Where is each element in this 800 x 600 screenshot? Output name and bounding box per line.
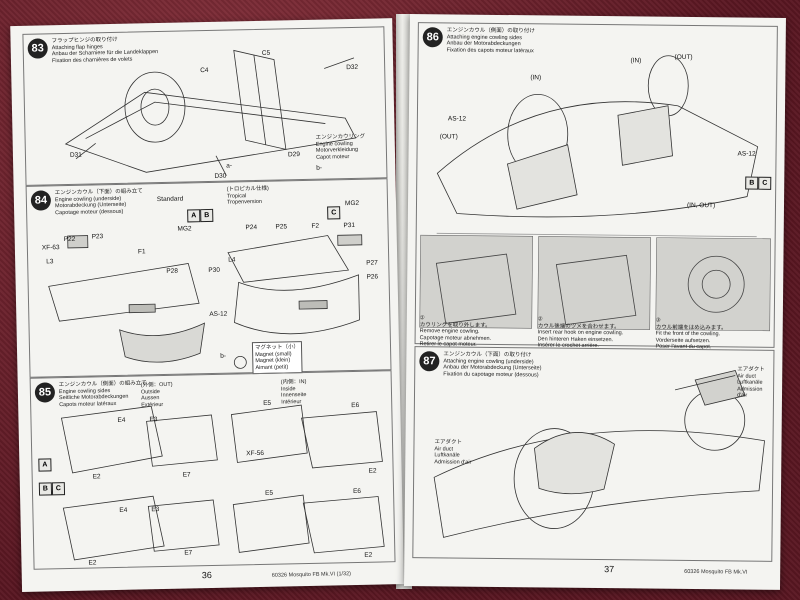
option-badge-b: B <box>745 176 759 190</box>
part-label: E2 <box>364 551 373 559</box>
part-label: (IN) <box>530 74 542 82</box>
page-number-left: 36 <box>201 570 212 581</box>
part-label: P23 <box>91 233 104 241</box>
part-label: b- <box>316 164 323 172</box>
part-label: F2 <box>311 222 320 230</box>
part-label: E5 <box>264 489 274 497</box>
part-label: MG2 <box>177 225 192 233</box>
part-label: P25 <box>275 223 288 231</box>
part-label: (IN) <box>630 57 642 65</box>
part-label: XF-56 <box>246 449 265 458</box>
part-label: (OUT) <box>674 53 693 61</box>
part-label: L3 <box>46 258 54 266</box>
engine-nacelle-drawing <box>419 55 771 332</box>
part-label: E7 <box>182 471 191 479</box>
part-label: E5 <box>263 399 272 407</box>
part-label: P22 <box>63 235 76 244</box>
part-label: E4 <box>117 416 126 424</box>
part-label: E2 <box>88 559 97 567</box>
part-label: P31 <box>343 221 356 230</box>
page-number-right: 37 <box>604 564 615 575</box>
part-label: XF-63 <box>41 244 60 252</box>
part-label: b- <box>220 352 227 360</box>
cowling-underside-drawing <box>48 234 363 369</box>
footer-left: 60326 Mosquito FB Mk.VI (1/32) <box>271 571 352 579</box>
part-label: C4 <box>200 66 209 75</box>
part-label: P30 <box>208 266 221 275</box>
part-label: D30 <box>214 172 227 180</box>
part-label: E2 <box>368 467 377 475</box>
part-label: D32 <box>346 63 359 72</box>
part-label: AS-12 <box>737 150 756 158</box>
part-label: E4 <box>119 506 128 514</box>
part-label: P28 <box>166 267 179 275</box>
part-label: MG2 <box>344 199 360 208</box>
part-label: P26 <box>366 273 379 281</box>
option-badge-c: C <box>758 176 772 190</box>
part-label: P24 <box>245 223 258 232</box>
magnet-note: マグネット（小）Magnet (small) Magnet (klein)Aim… <box>251 341 303 375</box>
part-label: a- <box>226 162 233 170</box>
part-label: L4 <box>228 256 236 264</box>
part-label: E7 <box>184 549 193 557</box>
part-label: (IN, OUT) <box>686 201 716 210</box>
part-label: AS-12 <box>209 310 228 319</box>
part-label: E6 <box>351 401 360 410</box>
part-label: F1 <box>137 248 146 256</box>
wing-flap-drawing <box>64 49 357 176</box>
aircraft-underside-drawing <box>433 369 765 538</box>
part-label: D29 <box>287 151 300 159</box>
part-label: E3 <box>149 416 158 424</box>
part-label: E3 <box>151 506 160 514</box>
part-label: D31 <box>69 151 82 159</box>
part-label: P27 <box>366 259 378 267</box>
part-label: C5 <box>261 49 271 57</box>
part-label: E6 <box>352 487 362 496</box>
part-label: E2 <box>92 473 101 481</box>
part-label: AS-12 <box>447 115 467 123</box>
part-label: (OUT) <box>439 133 458 141</box>
footer-right: 60326 Mosquito FB Mk.VI <box>684 568 748 576</box>
cowling-sides-drawing <box>60 404 385 561</box>
